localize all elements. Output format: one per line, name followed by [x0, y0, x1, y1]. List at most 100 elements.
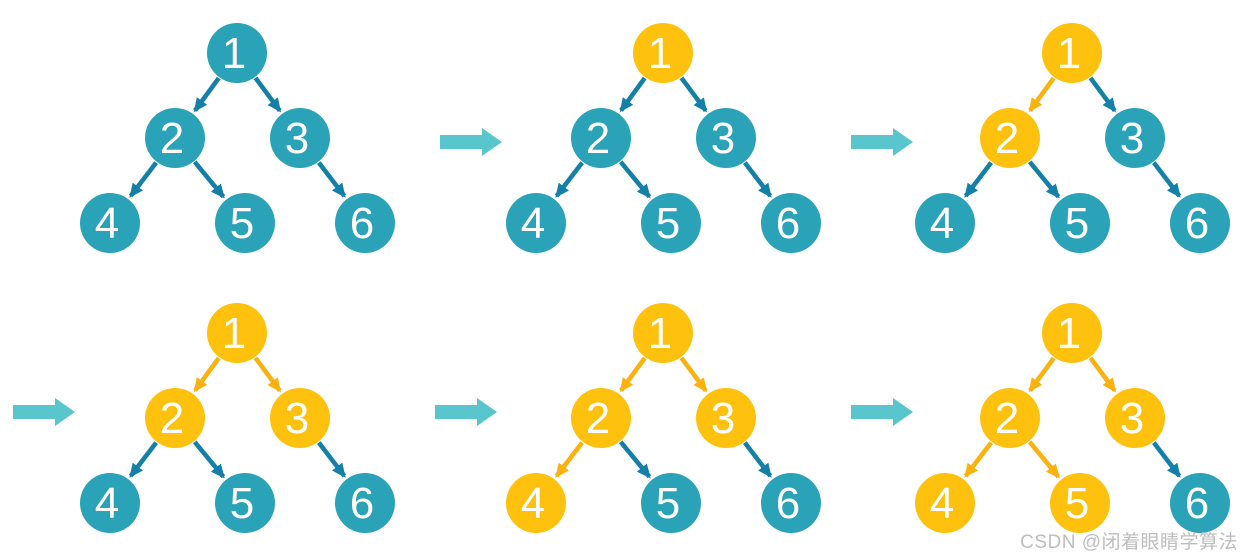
panel-6-edge-2-5: [1027, 440, 1061, 479]
panel-3-node-2: [980, 108, 1040, 168]
panel-1-node-label-5: 5: [230, 199, 254, 248]
panel-3-node-label-1: 1: [1057, 29, 1081, 78]
panel-6-node-label-1: 1: [1057, 309, 1081, 358]
panel-5-edge-2-4: [554, 441, 584, 478]
panel-6-node-5: [1050, 473, 1110, 533]
panel-2-node-label-6: 6: [776, 199, 800, 248]
panel-2-node-2: [571, 108, 631, 168]
panel-3-edge-3-6: [1152, 161, 1182, 198]
panel-6-node-label-4: 4: [930, 479, 954, 528]
panel-2-node-4: [506, 193, 566, 253]
panel-4-node-label-5: 5: [230, 479, 254, 528]
panel-5-node-label-2: 2: [586, 394, 610, 443]
panel-5-node-label-6: 6: [776, 479, 800, 528]
panel-5-node-5: [641, 473, 701, 533]
panel-1-node-3: [270, 108, 330, 168]
panel-1-node-label-2: 2: [160, 114, 184, 163]
panel-5-node-1: [633, 303, 693, 363]
panel-4-node-1: [207, 303, 267, 363]
panel-4-edge-2-5: [192, 440, 226, 479]
panel-2-node-1: [633, 23, 693, 83]
panel-3-edge-1-3: [1088, 76, 1117, 113]
panel-6-node-6: [1170, 473, 1230, 533]
flow-arrow-5: [851, 398, 913, 426]
panel-4-node-5: [215, 473, 275, 533]
panel-2-node-label-4: 4: [521, 199, 545, 248]
panel-3-edge-1-2: [1028, 76, 1056, 113]
panel-6-node-label-2: 2: [995, 394, 1019, 443]
panel-6-edge-1-2: [1028, 356, 1056, 393]
panel-4-edge-1-3: [253, 356, 282, 393]
panel-6-node-3: [1105, 388, 1165, 448]
panel-4-node-label-2: 2: [160, 394, 184, 443]
panel-4-edge-2-4: [128, 441, 158, 478]
panel-4-node-4: [80, 473, 140, 533]
panel-5-edge-2-5: [618, 440, 652, 479]
panel-6-node-label-5: 5: [1065, 479, 1089, 528]
panel-3-node-label-6: 6: [1185, 199, 1209, 248]
panel-1-node-4: [80, 193, 140, 253]
panel-3-node-label-4: 4: [930, 199, 954, 248]
panel-2-edge-3-6: [743, 161, 773, 198]
panel-3-node-3: [1105, 108, 1165, 168]
panel-5-edge-1-2: [619, 356, 647, 393]
panel-6-node-label-6: 6: [1185, 479, 1209, 528]
panel-6-edge-1-3: [1088, 356, 1117, 393]
panel-3-node-label-2: 2: [995, 114, 1019, 163]
panel-2-node-label-5: 5: [656, 199, 680, 248]
panel-3-node-6: [1170, 193, 1230, 253]
panel-2-node-label-1: 1: [648, 29, 672, 78]
panel-6-edge-2-4: [963, 441, 993, 478]
panel-4-edge-1-2: [193, 356, 221, 393]
panel-2-node-6: [761, 193, 821, 253]
panel-1-node-6: [335, 193, 395, 253]
panel-4-node-label-6: 6: [350, 479, 374, 528]
panel-6-node-label-3: 3: [1120, 394, 1144, 443]
panel-5-node-4: [506, 473, 566, 533]
panel-1-edge-1-2: [193, 76, 221, 113]
panel-3-node-label-3: 3: [1120, 114, 1144, 163]
panel-5-node-2: [571, 388, 631, 448]
panel-5-edge-1-3: [679, 356, 708, 393]
panel-5-node-6: [761, 473, 821, 533]
panel-1-node-5: [215, 193, 275, 253]
flow-arrow-4: [435, 398, 497, 426]
panel-6-node-1: [1042, 303, 1102, 363]
flow-arrow-2: [851, 128, 913, 156]
panel-2-node-5: [641, 193, 701, 253]
panel-1-edge-2-5: [192, 160, 226, 199]
panel-2-edge-1-3: [679, 76, 708, 113]
panel-1-edge-1-3: [253, 76, 282, 113]
panel-1-node-2: [145, 108, 205, 168]
panel-2-edge-1-2: [619, 76, 647, 113]
panel-4-edge-3-6: [317, 441, 347, 478]
panel-3-edge-2-5: [1027, 160, 1061, 199]
panel-1-node-label-1: 1: [222, 29, 246, 78]
panel-4-node-label-4: 4: [95, 479, 119, 528]
panel-3-edge-2-4: [963, 161, 993, 198]
panel-1-node-label-6: 6: [350, 199, 374, 248]
panel-2-edge-2-4: [554, 161, 584, 198]
tree-panel-state-5: 12 3 4 5 6: [506, 303, 821, 533]
flow-arrow-3: [13, 398, 75, 426]
panel-5-node-label-1: 1: [648, 309, 672, 358]
panel-5-node-label-5: 5: [656, 479, 680, 528]
panel-1-node-1: [207, 23, 267, 83]
flow-arrow-1: [440, 128, 502, 156]
panel-5-node-label-3: 3: [711, 394, 735, 443]
panel-3-node-4: [915, 193, 975, 253]
panel-5-node-3: [696, 388, 756, 448]
tree-panel-state-6: 12 3 4 5 6: [915, 303, 1230, 533]
panel-2-edge-2-5: [618, 160, 652, 199]
panel-3-node-5: [1050, 193, 1110, 253]
panel-4-node-6: [335, 473, 395, 533]
panel-3-node-1: [1042, 23, 1102, 83]
panel-1-node-label-3: 3: [285, 114, 309, 163]
panel-5-node-label-4: 4: [521, 479, 545, 528]
panel-1-edge-2-4: [128, 161, 158, 198]
